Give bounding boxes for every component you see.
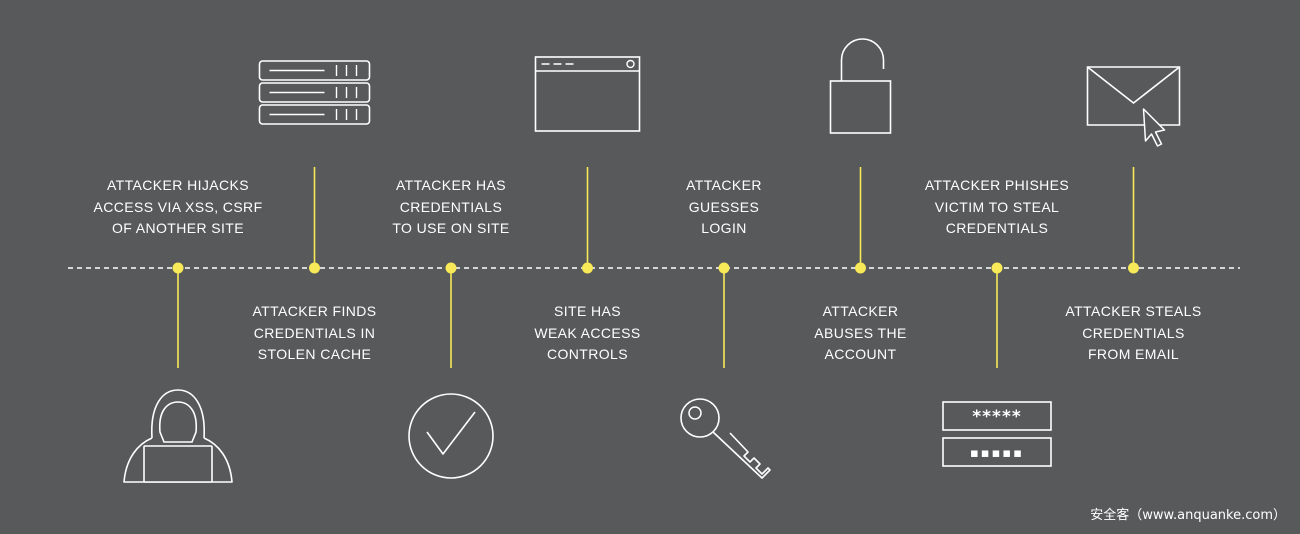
timeline-dot-3 bbox=[445, 262, 457, 274]
step-label-4: SITE HAS WEAK ACCESS CONTROLS bbox=[534, 303, 641, 362]
step-label-3: ATTACKER HAS CREDENTIALS TO USE ON SITE bbox=[392, 177, 510, 236]
step-label-5: ATTACKER GUESSES LOGIN bbox=[686, 177, 762, 236]
step-label-1: ATTACKER HIJACKS ACCESS VIA XSS, CSRF OF… bbox=[93, 177, 263, 236]
masked-password-bottom: ▪▪▪▪▪ bbox=[970, 446, 1024, 461]
step-label-8: ATTACKER STEALS CREDENTIALS FROM EMAIL bbox=[1065, 303, 1202, 362]
timeline-dot-2 bbox=[309, 262, 320, 274]
timeline-dot-1 bbox=[172, 262, 184, 274]
checkmark-circle-icon bbox=[408, 393, 494, 479]
open-padlock-icon bbox=[829, 38, 892, 134]
timeline-dot-8 bbox=[1128, 262, 1139, 274]
step-label-7: ATTACKER PHISHES VICTIM TO STEAL CREDENT… bbox=[924, 177, 1070, 236]
timeline-dot-7 bbox=[991, 262, 1003, 274]
site-watermark: 安全客（www.anquanke.com） bbox=[1090, 508, 1286, 523]
key-icon bbox=[680, 398, 771, 479]
server-stack-icon bbox=[258, 60, 371, 125]
step-label-2: ATTACKER FINDS CREDENTIALS IN STOLEN CAC… bbox=[252, 303, 377, 362]
step-label-6: ATTACKER ABUSES THE ACCOUNT bbox=[814, 303, 907, 362]
timeline-dot-6 bbox=[855, 262, 866, 274]
masked-password-top: ***** bbox=[972, 407, 1021, 427]
timeline-dot-5 bbox=[718, 262, 730, 274]
hooded-hacker-icon bbox=[123, 389, 233, 483]
timeline-dot-4 bbox=[582, 262, 593, 274]
email-envelope-icon bbox=[1086, 66, 1181, 147]
password-fields-icon: ***** ▪▪▪▪▪ bbox=[942, 401, 1052, 467]
browser-window-icon bbox=[534, 56, 641, 132]
